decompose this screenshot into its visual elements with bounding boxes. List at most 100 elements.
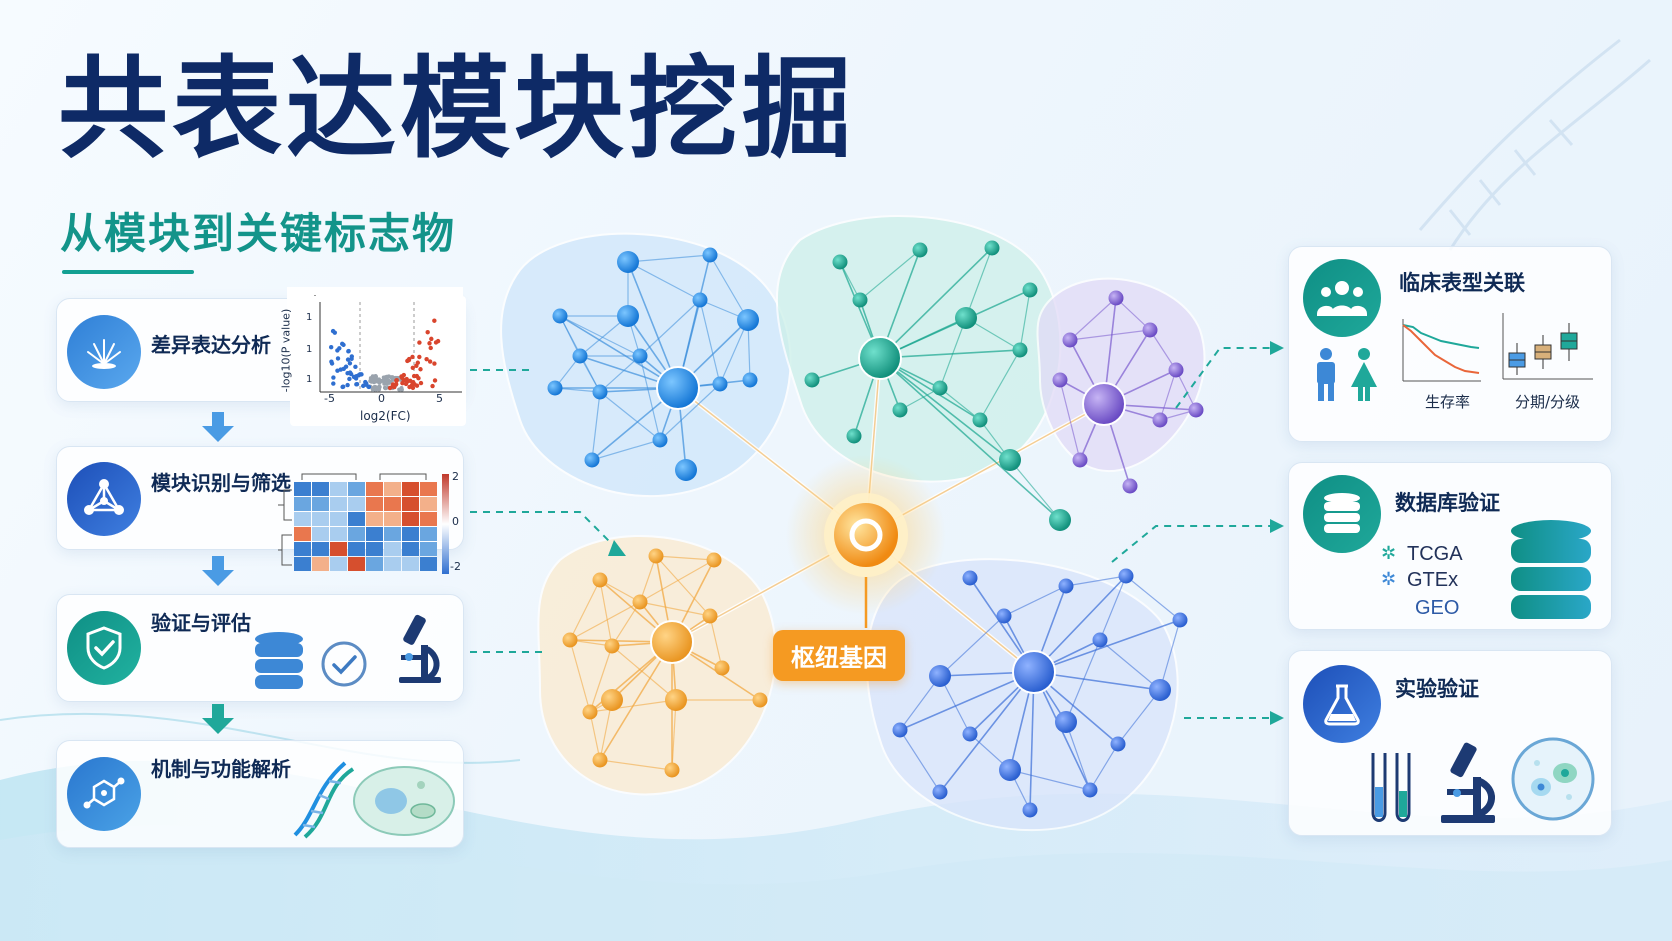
gene-node xyxy=(742,372,758,388)
volcano-point xyxy=(345,382,350,388)
module-edge xyxy=(1069,329,1151,341)
module-edge xyxy=(627,261,679,389)
heatmap-cell xyxy=(348,527,365,541)
gene-node xyxy=(601,689,623,711)
gene-node xyxy=(737,309,759,331)
gene-node xyxy=(1149,679,1171,701)
module-edge xyxy=(879,289,1031,359)
volcano-point xyxy=(332,330,338,335)
module-edge xyxy=(611,645,677,701)
people-group-icon xyxy=(1303,259,1381,337)
heatmap-cell xyxy=(312,527,329,541)
panel-experiment: 实验验证 xyxy=(1288,650,1612,836)
survival-line xyxy=(1402,324,1480,374)
database-icon xyxy=(1303,475,1381,553)
gene-node xyxy=(675,459,697,481)
step-card-validation: 验证与评估 xyxy=(56,594,464,702)
volcano-point xyxy=(424,356,429,362)
volcano-ytick: 1 xyxy=(306,344,313,355)
volcano-point xyxy=(375,378,380,383)
gene-node xyxy=(999,449,1021,471)
colorbar xyxy=(442,474,449,574)
network-icon xyxy=(67,462,141,536)
gene-node xyxy=(1168,362,1184,378)
volcano-point xyxy=(400,380,405,386)
arrowhead-icon xyxy=(1270,711,1284,725)
volcano-point xyxy=(341,384,346,389)
heatmap-cell xyxy=(330,512,347,526)
hub-gene-label: 枢纽基因 xyxy=(773,630,905,681)
heatmap-cell xyxy=(384,497,401,511)
volcano-ytick: 1 xyxy=(306,312,313,323)
gene-node xyxy=(1072,452,1088,468)
gene-node xyxy=(1058,578,1074,594)
volcano-point xyxy=(375,385,380,390)
module-edge xyxy=(699,299,721,385)
heatmap-cell xyxy=(330,557,347,571)
volcano-point xyxy=(347,361,353,366)
heatmap-cell xyxy=(348,497,365,511)
survival-curve xyxy=(1402,319,1481,382)
heatmap-cell xyxy=(420,497,437,511)
volcano-point xyxy=(435,338,441,344)
heatmap-cell xyxy=(294,482,311,496)
gene-node xyxy=(714,660,730,676)
flow-connector xyxy=(1175,347,1270,409)
tcga-logo-icon: ✲ xyxy=(1381,543,1397,564)
module-edge xyxy=(554,387,601,393)
module-edge xyxy=(569,639,591,713)
volcano-point xyxy=(410,354,415,360)
step-label: 机制与功能解析 xyxy=(151,757,291,781)
heatmap-cell xyxy=(294,512,311,526)
arrow-down-icon xyxy=(202,556,234,586)
gene-node xyxy=(617,305,639,327)
module-edge xyxy=(599,391,661,441)
gene-node xyxy=(832,254,848,270)
module-edge xyxy=(1099,575,1127,641)
person-female-icon xyxy=(1351,348,1377,401)
module-edge xyxy=(1117,689,1161,745)
module-edge xyxy=(569,601,641,641)
module-edge xyxy=(671,699,677,771)
gtex-logo-icon: ✲ xyxy=(1381,569,1397,590)
volcano-point xyxy=(416,375,421,381)
volcano-point xyxy=(399,386,404,391)
heatmap-cell xyxy=(348,557,365,571)
volcano-point xyxy=(418,380,424,386)
panel-label: 临床表型关联 xyxy=(1399,271,1525,295)
gene-node xyxy=(846,428,862,444)
database-stack-icon xyxy=(1511,520,1591,619)
module-edge xyxy=(559,315,679,389)
module-center-node xyxy=(650,620,694,664)
volcano-point xyxy=(387,380,392,385)
cell-culture-dish-icon xyxy=(1511,737,1595,821)
module-edge xyxy=(965,247,993,319)
arrowhead-icon xyxy=(1270,519,1284,533)
module-edge xyxy=(899,387,941,411)
heatmap-cell xyxy=(312,512,329,526)
module-edge xyxy=(1149,329,1177,371)
gene-node xyxy=(996,608,1012,624)
test-tubes-icon xyxy=(1371,753,1411,822)
module-edge xyxy=(627,261,701,301)
page-title: 共表达模块挖掘 xyxy=(58,45,856,173)
gene-node xyxy=(1022,282,1038,298)
volcano-burst-icon xyxy=(67,315,141,389)
volcano-point xyxy=(370,378,375,383)
module-edge xyxy=(591,391,601,461)
volcano-point xyxy=(429,336,434,342)
gene-node xyxy=(852,292,868,308)
heatmap-cell xyxy=(312,497,329,511)
volcano-point xyxy=(351,374,357,380)
gene-node xyxy=(962,726,978,742)
person-male-icon xyxy=(1317,348,1335,401)
volcano-point xyxy=(410,365,416,371)
module-edge xyxy=(1009,769,1091,791)
step-label: 模块识别与筛选 xyxy=(151,471,291,495)
volcano-point xyxy=(412,382,417,387)
volcano-point xyxy=(372,385,377,390)
volcano-point xyxy=(353,364,358,370)
heatmap-cell xyxy=(312,557,329,571)
volcano-point xyxy=(331,381,336,386)
microscope-icon xyxy=(1441,742,1495,823)
